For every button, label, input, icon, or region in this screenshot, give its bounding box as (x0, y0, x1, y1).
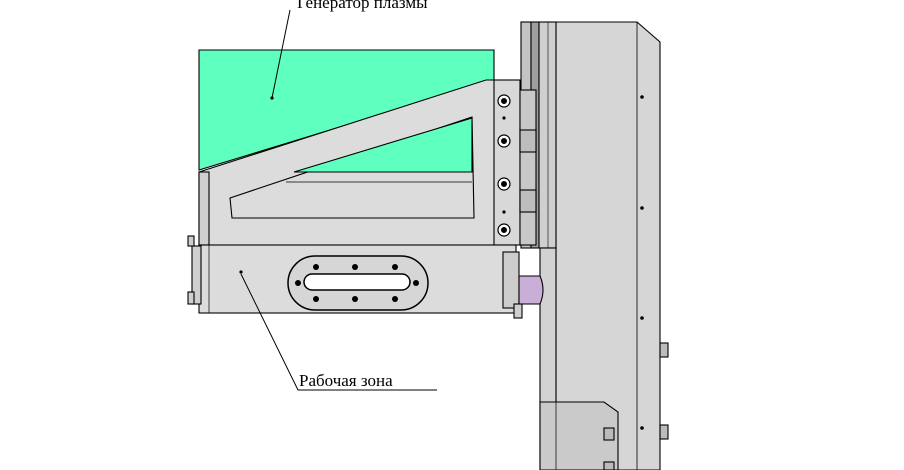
bracket-clamp-tab (519, 129, 537, 153)
leader-dot (270, 96, 274, 100)
leader-dot (239, 270, 243, 274)
viewport-inner (303, 273, 411, 291)
column-holes (640, 95, 644, 430)
bolt-icon (497, 134, 511, 148)
bolt-head (659, 342, 669, 358)
chamber-left-flange (191, 245, 202, 305)
bolt-icon (497, 94, 511, 108)
viewport-bolts (295, 264, 419, 302)
bracket-bolts (497, 94, 511, 237)
bracket-clamp (519, 89, 537, 246)
leader-lines (240, 9, 437, 391)
purple-roller (518, 275, 544, 305)
bracket-window-green (293, 117, 473, 173)
leader-line-workzone (240, 273, 437, 391)
bolt-head (603, 427, 615, 441)
viewport-window (287, 255, 429, 311)
column-rail (538, 21, 557, 249)
vertical-column (520, 21, 669, 470)
chamber-left-tab (187, 291, 195, 305)
bolt-icon (497, 223, 511, 237)
working-zone-label: Рабочая зона (299, 371, 393, 390)
chamber-pin (513, 303, 523, 319)
bolt-icon (497, 177, 511, 191)
bracket-clamp-tab (519, 189, 537, 213)
bolt-head (603, 461, 615, 470)
plasma-generator-label: Генератор плазмы (297, 0, 428, 12)
bracket-left-strip (198, 171, 210, 246)
chamber-end-block (502, 251, 520, 309)
mounting-bracket (198, 79, 537, 246)
chamber-left-tab (187, 235, 195, 247)
bottom-carriage (539, 401, 619, 470)
bolt-head (659, 424, 669, 440)
leader-line-generator (271, 9, 291, 99)
